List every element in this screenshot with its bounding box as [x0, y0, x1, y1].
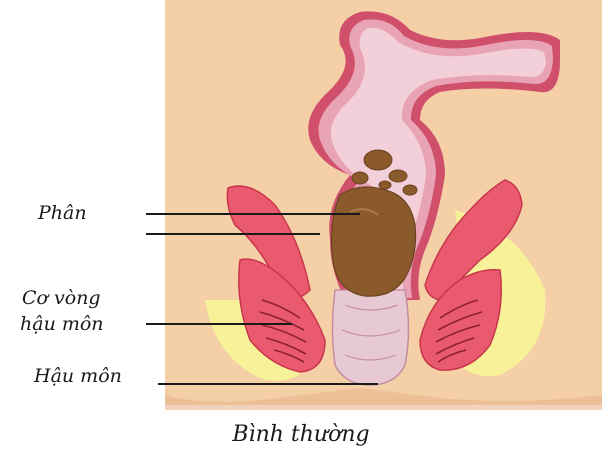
diagram-caption: Bình thường [0, 422, 602, 447]
label-sphincter-line1: Cơ vòng [22, 288, 101, 309]
label-feces: Phân [38, 203, 87, 224]
feces-mass [332, 187, 416, 296]
label-anus: Hậu môn [34, 366, 122, 387]
anal-canal [333, 290, 409, 385]
label-sphincter-line2: hậu môn [20, 314, 104, 335]
